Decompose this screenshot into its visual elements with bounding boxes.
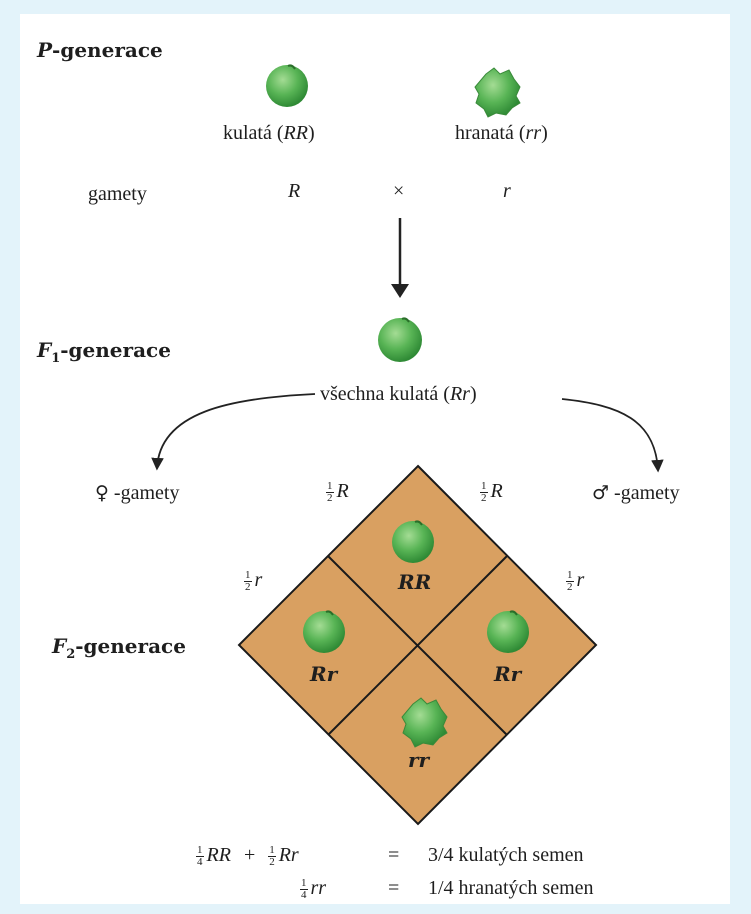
round-pea-icon	[266, 64, 308, 107]
summary-result-1: 3/4 kulatých semen	[428, 844, 584, 866]
f1-label: všechna kulatá (Rr)	[320, 383, 477, 405]
female-symbol-icon: ♀	[95, 482, 109, 504]
male-symbol-icon: ♂	[592, 482, 610, 504]
parent-wrinkled-label: hranatá (rr)	[455, 122, 548, 144]
wrinkled-pea-icon	[474, 67, 521, 118]
female-gametes: ♀ -gamety	[95, 482, 180, 504]
gamete-r: r	[503, 180, 511, 202]
cell-genotype-left: Rr	[310, 662, 338, 686]
cell-genotype-top: RR	[398, 570, 432, 594]
cell-genotype-bottom: rr	[408, 748, 430, 772]
gamete-R: R	[288, 180, 301, 202]
punnett-square	[237, 464, 598, 826]
round-pea-icon	[487, 610, 529, 653]
curved-arrow-icon	[561, 398, 664, 473]
summary-result-2: 1/4 hranatých semen	[428, 877, 594, 899]
parent-round-label: kulatá (RR)	[223, 122, 315, 144]
arrow-down-icon	[391, 218, 409, 298]
summary-equals-2: =	[388, 877, 400, 899]
cell-genotype-right: Rr	[494, 662, 522, 686]
round-pea-icon	[303, 610, 345, 653]
round-pea-icon	[378, 317, 422, 362]
p-generation-title: P-generace	[37, 38, 163, 62]
wrinkled-pea-icon	[401, 697, 448, 748]
male-gametes: ♂ -gamety	[592, 482, 680, 504]
summary-equals-1: =	[388, 844, 400, 866]
gametes-label: gamety	[88, 183, 147, 205]
f1-generation-title: F1-generace	[37, 338, 171, 366]
cross-symbol: ×	[393, 180, 405, 202]
curved-arrow-icon	[151, 393, 316, 471]
round-pea-icon	[392, 520, 434, 563]
f2-generation-title: F2-generace	[52, 634, 186, 662]
